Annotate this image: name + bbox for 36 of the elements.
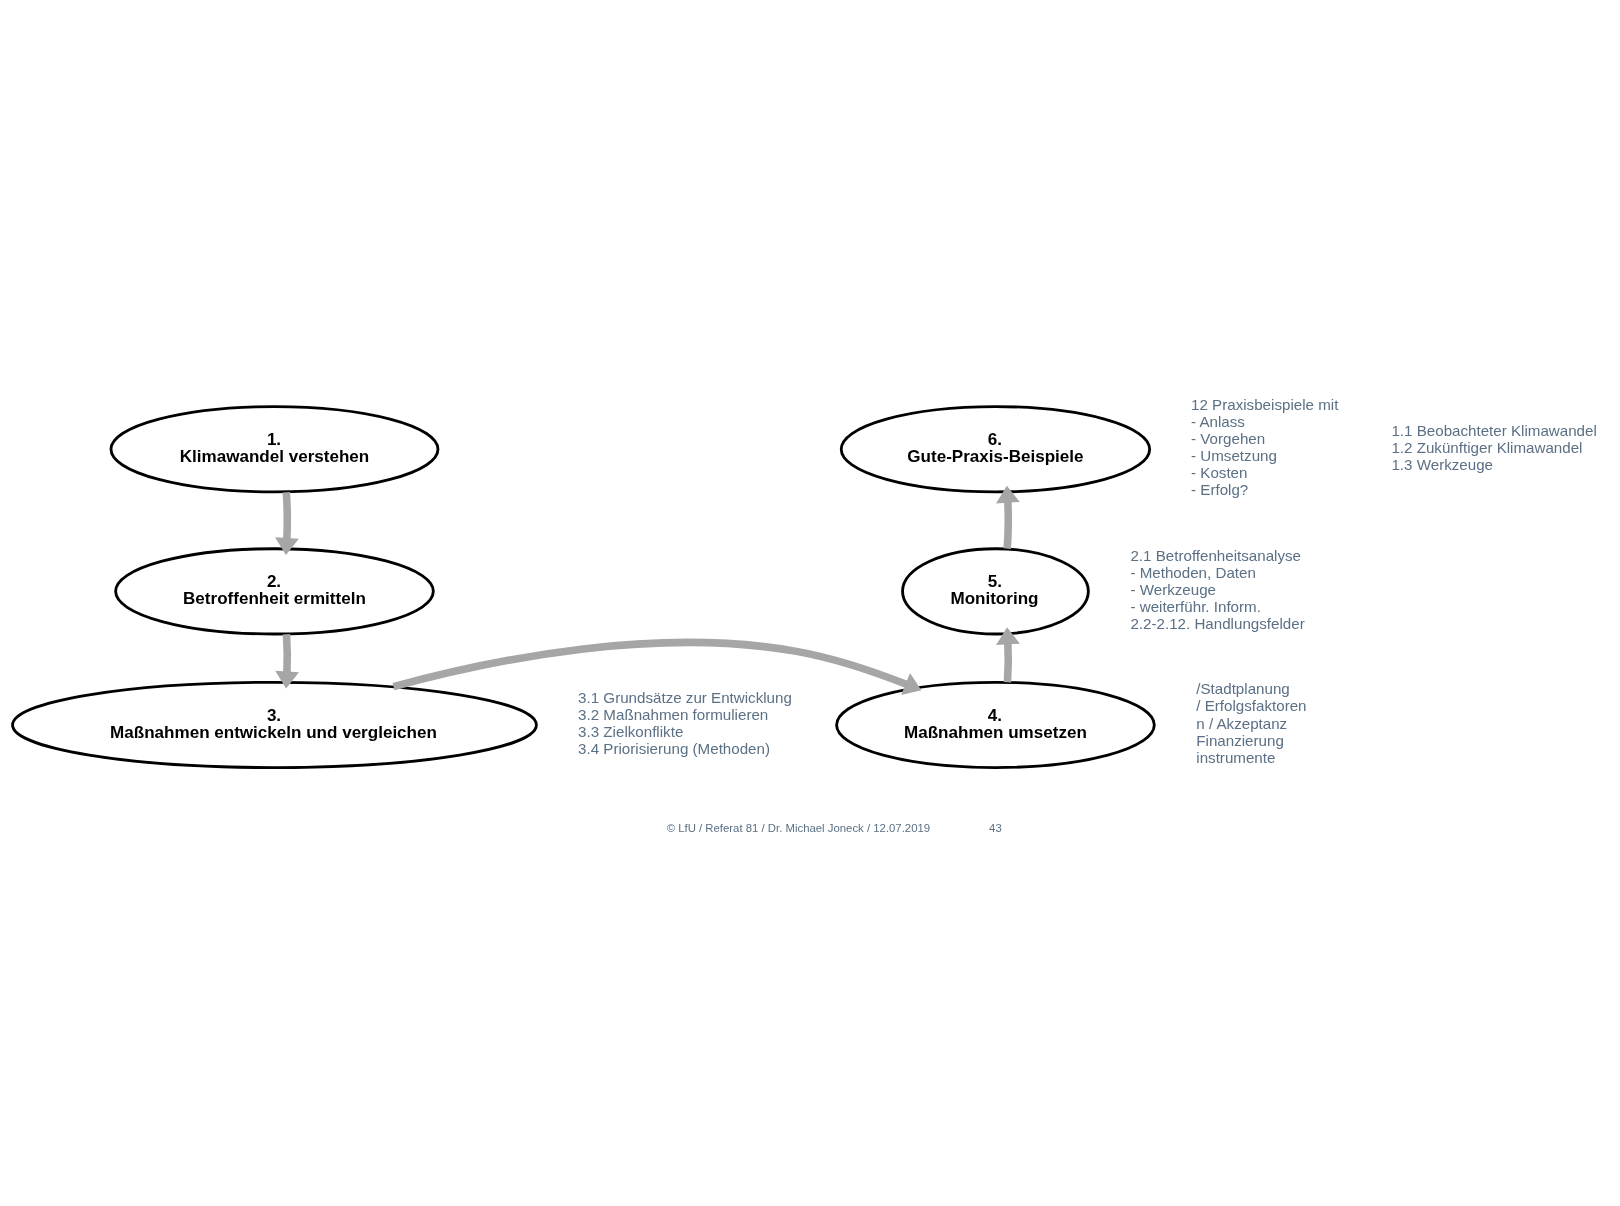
node-label: 1.3 Werkzeuge — [1391, 455, 1494, 473]
node-label: - Kosten — [1191, 464, 1248, 482]
node-label: / Erfolgsfaktoren — [1196, 697, 1307, 715]
node-label: instrumente — [1196, 748, 1276, 766]
node-label: - Methoden, Daten — [1130, 563, 1256, 581]
node-label: Finanzierung — [1196, 731, 1284, 749]
node-ellipse: 4. Maßnahmen umsetzen — [835, 680, 1156, 769]
node-label: 1.1 Beobachteter Klimawandel — [1391, 421, 1597, 439]
label: 43 — [989, 822, 1002, 835]
node-label: 3.3 Zielkonflikte — [578, 723, 684, 741]
arrow — [996, 485, 1020, 549]
node-ellipse: 3. Maßnahmen entwickeln und vergleichen — [11, 680, 538, 769]
node-ellipse: 5. Monitoring — [901, 547, 1090, 636]
node-label: - Umsetzung — [1191, 447, 1277, 465]
node-label: n / Akzeptanz — [1196, 714, 1288, 732]
node-label: - Vorgehen — [1191, 430, 1266, 448]
arrow — [275, 634, 299, 689]
node-label: - weiterführ. Inform. — [1130, 598, 1261, 616]
arrow — [392, 638, 922, 696]
arrow — [996, 627, 1020, 683]
node-label: 2.2-2.12. Handlungsfelder — [1130, 615, 1305, 633]
node-ellipse: 1. Klimawandel verstehen — [109, 405, 440, 494]
node-label: - Erfolg? — [1191, 481, 1249, 499]
node-label: - Werkzeuge — [1130, 580, 1217, 598]
node-label: 3.2 Maßnahmen formulieren — [578, 706, 769, 724]
node-label: 1.2 Zukünftiger Klimawandel — [1391, 438, 1583, 456]
arrow — [275, 492, 299, 555]
node-label: 2.1 Betroffenheitsanalyse — [1130, 546, 1302, 564]
node-label: /Stadtplanung — [1196, 680, 1290, 698]
node-ellipse: 2. Betroffenheit ermitteln — [114, 547, 435, 636]
node-label: 3.4 Priorisierung (Methoden) — [578, 740, 771, 758]
node-label: 3.1 Grundsätze zur Entwicklung — [578, 688, 792, 706]
node-label: - Anlass — [1191, 413, 1245, 431]
node-ellipse: 6. Gute-Praxis-Beispiele — [839, 405, 1152, 494]
node-label: 12 Praxisbeispiele mit — [1191, 396, 1339, 414]
label: © LfU / Referat 81 / Dr. Michael Joneck / 12.07.2019 — [666, 822, 931, 835]
